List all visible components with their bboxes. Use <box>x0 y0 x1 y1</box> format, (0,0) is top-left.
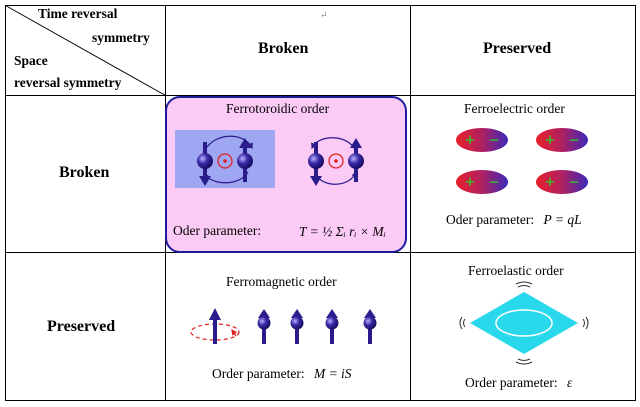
toroidic-formula: T = ½ Σᵢ rᵢ × Mᵢ <box>299 224 386 239</box>
ferroelectric-dipoles: + − + − + − + − <box>456 128 588 194</box>
toroid-motif-right <box>308 137 364 186</box>
strain-marks <box>459 281 589 365</box>
dipole-3: + − <box>456 170 508 194</box>
toroid-motif-left <box>197 135 253 186</box>
minus-sign: − <box>489 130 499 150</box>
spin-2 <box>290 309 304 344</box>
plus-sign: + <box>545 172 555 192</box>
row-header-broken: Broken <box>59 164 110 181</box>
plus-sign: + <box>465 130 475 150</box>
column-header-broken: Broken <box>258 40 309 57</box>
corner-time-label-2: symmetry <box>92 30 150 45</box>
ferroelectric-param: Oder parameter: P = qL <box>446 212 582 228</box>
row-header-preserved: Preserved <box>47 318 116 335</box>
ferrotoroidic-inner-panel <box>175 130 275 188</box>
ferrotoroidic-param-label: Oder parameter: <box>173 223 262 238</box>
ferroelectric-param-label: Oder parameter: <box>446 212 535 227</box>
dipole-2: + − <box>536 128 588 152</box>
ferroelastic-param-formula: ε <box>566 375 573 390</box>
ferromagnetic-param: Order parameter: M = iS <box>212 366 352 382</box>
corner-time-label-1: Time reversal <box>38 6 118 21</box>
dipole-1: + − <box>456 128 508 152</box>
ferrotoroidic-title: Ferrotoroidic order <box>226 101 330 116</box>
ferroelastic-param: Order parameter: ε <box>465 375 572 391</box>
ferromagnetic-title: Ferromagnetic order <box>226 274 337 289</box>
plus-sign: + <box>465 172 475 192</box>
minus-sign: − <box>569 130 579 150</box>
spin-3 <box>325 309 339 344</box>
ferroelastic-param-label: Order parameter: <box>465 375 558 390</box>
ferroelectric-title: Ferroelectric order <box>464 101 565 116</box>
ferromagnetic-spins <box>190 308 377 344</box>
ferroelectric-param-formula: P = qL <box>543 212 582 227</box>
column-header-preserved: Preserved <box>483 40 552 57</box>
return-mark: ↵ <box>320 10 328 20</box>
spin-4 <box>363 309 377 344</box>
corner-space-label-1: Space <box>14 53 48 68</box>
plus-sign: + <box>545 130 555 150</box>
minus-sign: − <box>489 172 499 192</box>
table-grid <box>5 5 636 401</box>
precessing-spin <box>190 308 240 344</box>
minus-sign: − <box>569 172 579 192</box>
formula-text: T = ½ Σᵢ rᵢ × Mᵢ <box>299 224 386 239</box>
ferromagnetic-param-label: Order parameter: <box>212 366 305 381</box>
corner-diagonal <box>5 5 166 96</box>
ferromagnetic-param-formula: M = iS <box>313 366 352 381</box>
spin-1 <box>257 309 271 344</box>
dipole-4: + − <box>536 170 588 194</box>
ferroelastic-rhombus <box>459 281 589 365</box>
corner-space-label-2: reversal symmetry <box>14 75 122 90</box>
ferroelastic-title: Ferroelastic order <box>468 263 564 278</box>
